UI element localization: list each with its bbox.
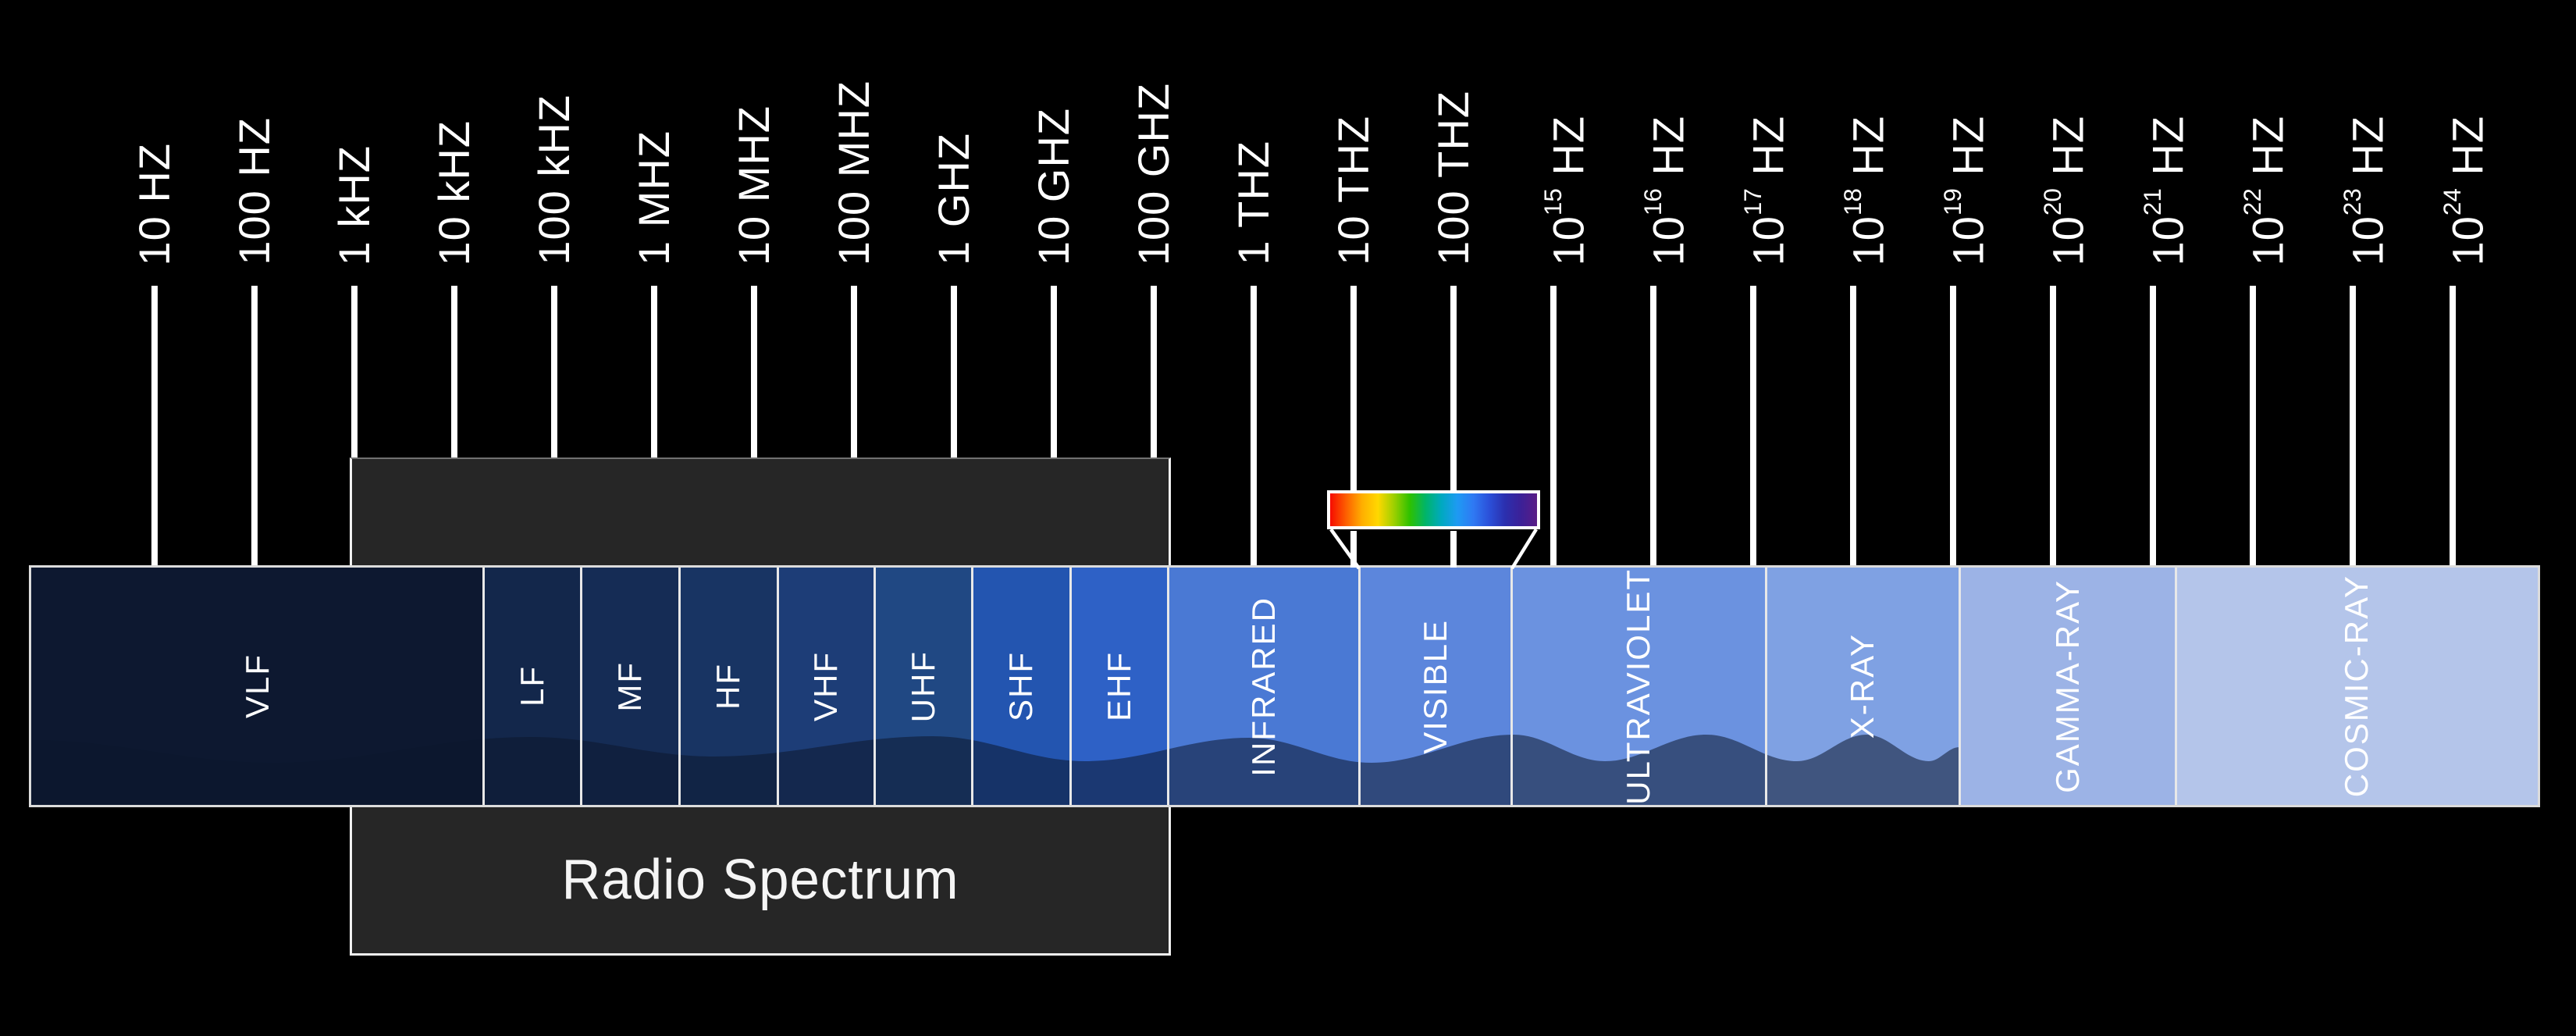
frequency-tick-label: 1 kHZ bbox=[329, 144, 379, 265]
frequency-tick-label: 1023 HZ bbox=[2339, 115, 2393, 265]
frequency-tick-line bbox=[851, 286, 857, 459]
frequency-tick-label: 1018 HZ bbox=[1839, 115, 1893, 265]
frequency-tick-line bbox=[2250, 286, 2256, 568]
frequency-tick-line bbox=[1350, 286, 1357, 490]
frequency-tick-line bbox=[1750, 286, 1756, 568]
band-label: COSMIC-RAY bbox=[2338, 575, 2375, 798]
frequency-tick-label: 1 GHZ bbox=[929, 133, 978, 265]
frequency-tick-line bbox=[951, 286, 957, 459]
frequency-tick-line bbox=[2450, 286, 2456, 568]
frequency-tick-label: 1024 HZ bbox=[2439, 115, 2492, 265]
frequency-tick-line bbox=[1650, 286, 1656, 568]
band-cosmic-ray: COSMIC-RAY bbox=[2176, 568, 2538, 805]
band-label: X-RAY bbox=[1844, 633, 1880, 739]
band-separator bbox=[1510, 568, 1513, 805]
frequency-tick-line bbox=[1450, 286, 1457, 490]
band-label: INFRARED bbox=[1244, 596, 1282, 777]
band-separator bbox=[873, 568, 876, 805]
band-label: LF bbox=[513, 665, 550, 707]
frequency-tick-label: 1 THZ bbox=[1229, 141, 1278, 265]
frequency-tick-line bbox=[1151, 286, 1157, 459]
frequency-tick-label: 1016 HZ bbox=[1639, 115, 1693, 265]
frequency-tick-label: 1019 HZ bbox=[1939, 115, 1993, 265]
frequency-tick-line bbox=[251, 286, 258, 568]
frequency-tick-label: 10 HZ bbox=[130, 142, 179, 266]
band-ehf: EHF bbox=[1070, 568, 1168, 805]
frequency-tick-label: 1015 HZ bbox=[1539, 115, 1593, 265]
band-separator bbox=[1069, 568, 1072, 805]
band-separator bbox=[1764, 568, 1767, 805]
frequency-tick-label: 100 HZ bbox=[229, 117, 279, 265]
frequency-tick-label: 1021 HZ bbox=[2139, 115, 2193, 265]
frequency-tick-line bbox=[1550, 286, 1557, 568]
band-label: HF bbox=[710, 663, 746, 710]
band-visible: VISIBLE bbox=[1359, 568, 1511, 805]
frequency-tick-line bbox=[2150, 286, 2156, 568]
frequency-tick-line bbox=[651, 286, 657, 459]
band-label: VHF bbox=[807, 651, 844, 721]
frequency-tick-line bbox=[1950, 286, 1956, 568]
band-label: SHF bbox=[1002, 651, 1039, 721]
frequency-tick-line bbox=[1850, 286, 1856, 568]
band-label: GAMMA-RAY bbox=[2048, 579, 2086, 793]
band-vlf: VLF bbox=[31, 568, 483, 805]
band-label: UHF bbox=[904, 650, 941, 723]
frequency-tick-line bbox=[351, 286, 358, 459]
band-separator bbox=[579, 568, 582, 805]
visible-light-gradient bbox=[1327, 490, 1540, 529]
band-separator bbox=[1166, 568, 1169, 805]
band-separator bbox=[2174, 568, 2177, 805]
frequency-tick-line bbox=[1051, 286, 1057, 459]
frequency-tick-label: 1022 HZ bbox=[2239, 115, 2293, 265]
band-label: VISIBLE bbox=[1416, 618, 1453, 754]
frequency-tick-label: 1017 HZ bbox=[1739, 115, 1793, 265]
frequency-tick-line bbox=[2350, 286, 2356, 568]
frequency-tick-label: 10 kHZ bbox=[429, 119, 479, 266]
band-separator bbox=[776, 568, 779, 805]
band-lf: LF bbox=[483, 568, 581, 805]
frequency-tick-label: 100 THZ bbox=[1429, 91, 1478, 265]
band-ultraviolet: ULTRAVIOLET bbox=[1511, 568, 1766, 805]
radio-spectrum-label: Radio Spectrum bbox=[561, 849, 959, 911]
frequency-tick-line bbox=[451, 286, 457, 459]
frequency-tick-line bbox=[1251, 286, 1257, 568]
frequency-tick-label: 100 GHZ bbox=[1129, 82, 1178, 265]
frequency-tick-label: 1020 HZ bbox=[2039, 115, 2093, 265]
band-shf: SHF bbox=[972, 568, 1070, 805]
frequency-tick-line-stub bbox=[1350, 531, 1357, 568]
frequency-tick-line-stub bbox=[1450, 531, 1457, 568]
band-label: MF bbox=[611, 660, 648, 712]
band-mf: MF bbox=[581, 568, 679, 805]
band-label: ULTRAVIOLET bbox=[1620, 568, 1656, 805]
band-separator bbox=[1357, 568, 1361, 805]
band-hf: HF bbox=[679, 568, 777, 805]
frequency-tick-line bbox=[2050, 286, 2056, 568]
spectrum-bar: VLF LF MF HF VHF UHF SHF EHF INFRARED VISIBLE ULTR… bbox=[29, 565, 2540, 807]
frequency-tick-line bbox=[151, 286, 158, 568]
band-x-ray: X-RAY bbox=[1766, 568, 1959, 805]
band-label: VLF bbox=[238, 653, 276, 719]
band-uhf: UHF bbox=[874, 568, 972, 805]
frequency-tick-label: 10 MHZ bbox=[729, 105, 778, 265]
frequency-tick-label: 100 MHZ bbox=[829, 80, 878, 265]
band-separator bbox=[970, 568, 973, 805]
band-separator bbox=[678, 568, 681, 805]
band-separator bbox=[482, 568, 485, 805]
band-gamma-ray: GAMMA-RAY bbox=[1959, 568, 2176, 805]
band-separator bbox=[1958, 568, 1961, 805]
callout-connector-lines bbox=[1329, 528, 1538, 570]
frequency-tick-line bbox=[751, 286, 757, 459]
frequency-tick-label: 1 MHZ bbox=[629, 130, 678, 265]
band-label: EHF bbox=[1100, 651, 1137, 721]
frequency-tick-label: 100 kHZ bbox=[529, 94, 578, 265]
frequency-tick-label: 10 THZ bbox=[1329, 116, 1378, 265]
frequency-tick-label: 10 GHZ bbox=[1029, 107, 1078, 265]
frequency-tick-line bbox=[551, 286, 557, 459]
band-vhf: VHF bbox=[777, 568, 874, 805]
band-infrared: INFRARED bbox=[1168, 568, 1359, 805]
